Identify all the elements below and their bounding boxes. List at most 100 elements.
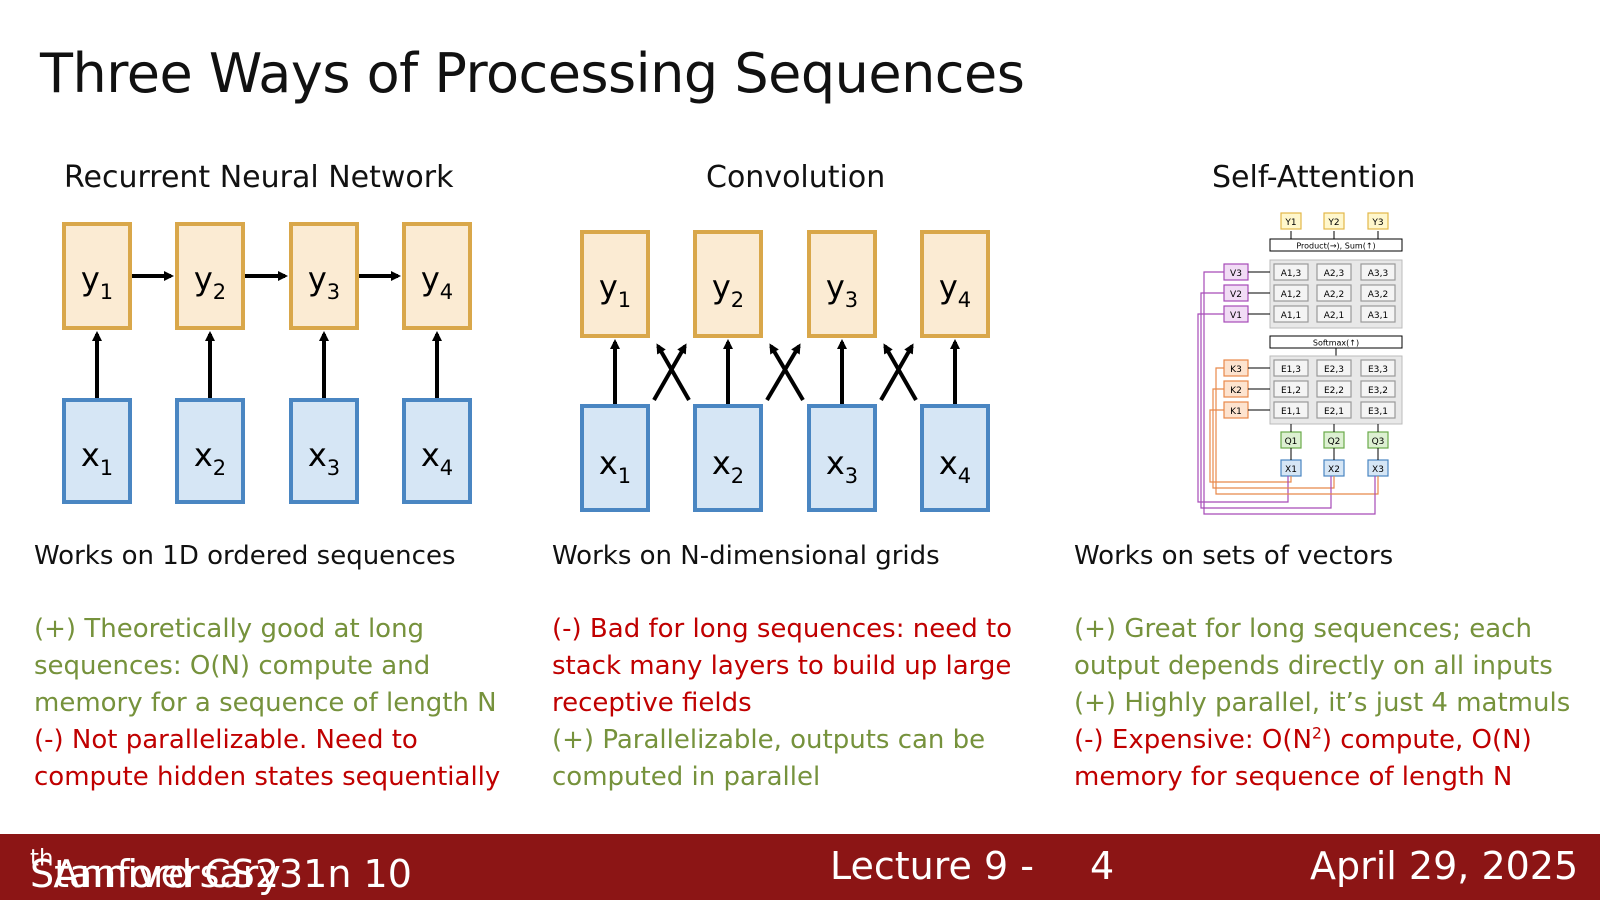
attn-value-1-label: V3 [1230,269,1242,279]
rnn-y-label-4: y4 [421,260,453,304]
conv-cross-arrow-right-2 [765,343,801,402]
conv-x-box-4 [920,404,990,512]
attn-a-cell-2-0-box [1273,305,1309,323]
attn-query-2-label: Q2 [1328,437,1341,447]
rnn-con-line-2: compute hidden states sequentially [34,762,501,792]
attn-output-2-box [1323,212,1345,230]
attn-a-cell-2-2-label: A3,1 [1368,311,1388,321]
attn-a-cell-2-1-box [1316,305,1352,323]
conv-x-label-1: x1 [599,444,631,488]
attn-value-2-label: V2 [1230,290,1242,300]
rnn-x-label-2: x2 [194,436,226,480]
attn-e-cell-2-2-box [1360,401,1396,419]
attn-a-cell-0-0-box [1273,263,1309,281]
rnn-x-label-1: x1 [81,436,113,480]
attn-e-cell-0-1-label: E2,3 [1324,365,1344,375]
attn-key-1-label: K3 [1230,365,1242,375]
attn-a-cell-2-0-label: A1,1 [1281,311,1301,321]
rnn-x-box-2 [175,398,245,504]
attn-key-route-2 [1212,388,1335,489]
attn-softmax-label: Softmax(↑) [1313,339,1359,348]
attn-a-cell-0-1-label: A2,3 [1324,269,1344,279]
attn-e-cell-0-1-box [1316,359,1352,377]
conv-con-line-2: stack many layers to build up large [552,651,1012,681]
attn-e-cell-0-2-label: E3,3 [1368,365,1388,375]
conv-cross-arrow-left-2 [769,343,805,402]
conv-x-label-3: x3 [826,444,858,488]
attn-a-cell-1-1-label: A2,2 [1324,290,1344,300]
attn-pro-line-1: (+) Great for long sequences; each [1074,614,1532,644]
conv-y-box-3 [807,230,877,338]
conv-pro-line-1: (+) Parallelizable, outputs can be [552,725,986,755]
attn-value-route-1 [1197,313,1289,503]
conv-description: Works on N-dimensional grids [552,541,940,571]
attn-key-route-3 [1215,367,1379,495]
attn-con-line-1: (-) Expensive: O(N2) compute, O(N) [1074,724,1532,755]
attn-e-cell-2-2-label: E3,1 [1368,407,1388,417]
conv-x-box-1 [580,404,650,512]
rnn-x-box-4 [402,398,472,504]
attn-a-cell-2-1-label: A2,1 [1324,311,1344,321]
conv-y-label-3: y3 [826,268,858,312]
footer-page-number: 4 [1090,844,1115,888]
rnn-points: (+) Theoretically good at long sequences… [34,611,500,796]
rnn-y-box-2 [175,222,245,330]
conv-points: (-) Bad for long sequences: need to stac… [552,611,1012,796]
conv-con-line-1: (-) Bad for long sequences: need to [552,614,1013,644]
rnn-x-label-3: x3 [308,436,340,480]
attn-e-cell-2-0-label: E1,1 [1281,407,1301,417]
rnn-pro-line-2: sequences: O(N) compute and [34,651,431,681]
rnn-title: Recurrent Neural Network [64,160,454,195]
rnn-y-box-1 [62,222,132,330]
conv-x-label-4: x4 [939,444,971,488]
rnn-diagram: y1 x1 y2 x2 y3 x3 y4 x4 [62,222,472,504]
conv-y-label-4: y4 [939,268,971,312]
conv-cross-arrow-right-3 [879,343,914,401]
attn-description: Works on sets of vectors [1074,541,1394,571]
attn-a-cell-0-1-box [1316,263,1352,281]
attn-query-1-label: Q1 [1285,437,1298,447]
rnn-y-label-1: y1 [81,260,113,304]
conv-y-label-2: y2 [712,268,744,312]
attn-value-route-2 [1200,292,1332,509]
conv-con-line-3: receptive fields [552,688,752,718]
attn-e-cell-1-1-label: E2,2 [1324,386,1344,396]
attn-e-cell-1-0-box [1273,380,1309,398]
attn-key-route-1 [1209,409,1292,483]
attn-query-3-label: Q3 [1372,437,1385,447]
attn-a-cell-1-2-label: A3,2 [1368,290,1388,300]
attn-a-cell-1-0-box [1273,284,1309,302]
attn-output-2-label: Y2 [1327,218,1339,228]
rnn-x-box-3 [289,398,359,504]
attn-e-cell-0-0-box [1273,359,1309,377]
conv-pro-line-2: computed in parallel [552,762,821,792]
rnn-y-box-4 [402,222,472,330]
attn-value-route-3 [1203,271,1376,515]
attn-e-cell-1-0-label: E1,2 [1281,386,1301,396]
attn-e-cell-0-2-box [1360,359,1396,377]
attn-input-1-label: X1 [1285,465,1297,475]
rnn-x-label-4: x4 [421,436,453,480]
attn-input-2-label: X2 [1328,465,1340,475]
attn-product-label: Product(→), Sum(↑) [1296,242,1375,251]
attn-a-cell-0-2-box [1360,263,1396,281]
attn-product-bar [1269,238,1403,252]
rnn-y-label-2: y2 [194,260,226,304]
rnn-y-label-3: y3 [308,260,340,304]
rnn-pro-line-1: (+) Theoretically good at long [34,614,425,644]
rnn-description: Works on 1D ordered sequences [34,541,456,571]
attn-output-3-label: Y3 [1371,218,1383,228]
attn-output-1-box [1280,212,1302,230]
attn-e-cell-1-2-label: E3,2 [1368,386,1388,396]
rnn-con-line-1: (-) Not parallelizable. Need to [34,725,418,755]
attn-a-cell-0-2-label: A3,3 [1368,269,1388,279]
rnn-pro-line-3: memory for a sequence of length N [34,688,497,718]
attn-a-cell-2-2-box [1360,305,1396,323]
attn-points: (+) Great for long sequences; each outpu… [1074,611,1570,796]
conv-x-box-2 [693,404,763,512]
conv-y-box-4 [920,230,990,338]
attn-a-cell-1-2-box [1360,284,1396,302]
